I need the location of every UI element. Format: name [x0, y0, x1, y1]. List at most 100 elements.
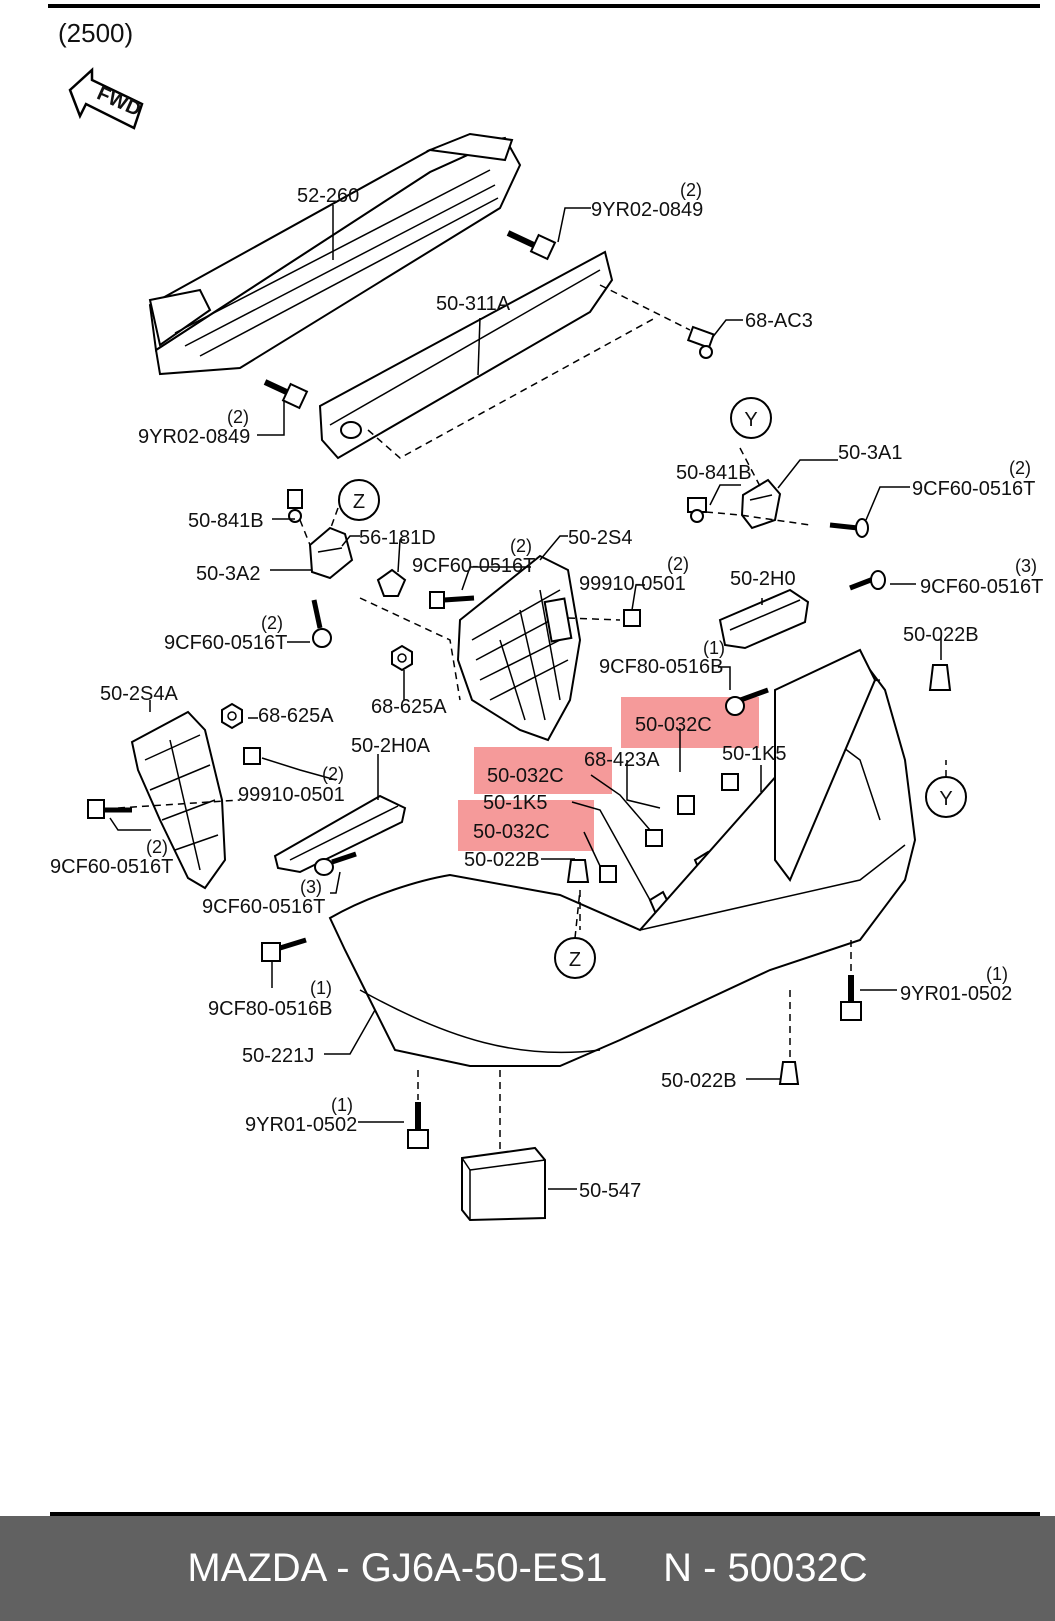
qty-9cf60-0516t-right1: (2): [1009, 458, 1031, 478]
qty-9cf80-0516b-right: (1): [703, 638, 725, 658]
qty-9cf60-0516t-left3: (3): [300, 877, 322, 897]
label-50-1k5-right: 50-1K5: [722, 743, 787, 765]
label-9yr01-0502-left: 9YR01-0502: [245, 1114, 357, 1136]
label-50-311a: 50-311A: [436, 293, 511, 315]
callout-y-top-label: Y: [744, 409, 757, 431]
block-50-547-part: [461, 1146, 546, 1222]
label-50-2s4: 50-2S4: [568, 527, 633, 549]
qty-9yr02-0849-top: (2): [680, 180, 702, 200]
footer-caption: MAZDA - GJ6A-50-ES1 N - 50032C: [0, 1516, 1055, 1621]
label-68-ac3: 68-AC3: [745, 310, 813, 332]
rear-bumper-cover-part: [328, 648, 917, 1067]
footer-bar: MAZDA - GJ6A-50-ES1 N - 50032C: [0, 1516, 1055, 1621]
qty-9yr01-0502-right: (1): [986, 964, 1008, 984]
label-50-841b-right: 50-841B: [676, 462, 752, 484]
qty-9cf60-0516t-left2: (2): [146, 837, 168, 857]
screw-9cf80-right-icon: [725, 687, 769, 716]
callout-y-top: Y: [730, 397, 772, 439]
screw-9cf60-left-icon: [311, 599, 332, 648]
bolt-9cf60-left-icon: [87, 799, 132, 819]
bracket-50-3a1-part: [740, 478, 782, 530]
qty-9yr01-0502-left: (1): [331, 1095, 353, 1115]
upper-bumper-cover-part: [318, 250, 614, 460]
label-68-423a: 68-423A: [584, 749, 660, 771]
screw-9cf60-right2-icon: [849, 570, 886, 591]
clip-50-022b-middle-icon: [566, 859, 590, 883]
clip-99910-left-icon: [243, 747, 261, 765]
label-9cf80-0516b-right: 9CF80-0516B: [599, 656, 724, 678]
leader-lines: [109, 205, 942, 1190]
fwd-arrow-icon: FWD: [68, 67, 144, 130]
qty-9cf60-0516t-middle: (2): [510, 536, 532, 556]
label-50-2h0: 50-2H0: [730, 568, 796, 590]
qty-99910-0501-left: (2): [322, 764, 344, 784]
label-50-3a1: 50-3A1: [838, 442, 903, 464]
qty-9cf60-0516t-right2: (3): [1015, 556, 1037, 576]
clip-50-032c-b-icon: [645, 829, 663, 847]
label-50-032c-b: 50-032C: [487, 765, 564, 787]
label-9cf60-0516t-right2: 9CF60-0516T: [920, 576, 1043, 598]
label-50-022b-right: 50-022B: [903, 624, 979, 646]
bracket-50-2h0a-part: [273, 794, 407, 874]
nut-68-625a-left-icon: [221, 702, 243, 730]
clip-50-841b-left-icon: [287, 489, 303, 523]
label-50-022b-middle: 50-022B: [464, 849, 540, 871]
label-50-221j: 50-221J: [242, 1045, 314, 1067]
qty-9yr02-0849-left: (2): [227, 407, 249, 427]
label-9cf60-0516t-right1: 9CF60-0516T: [912, 478, 1035, 500]
qty-9cf80-0516b-left: (1): [310, 978, 332, 998]
clip-50-032c-a-icon: [721, 773, 739, 791]
label-52-260: 52-260: [297, 185, 359, 207]
label-99910-0501-left: 99910-0501: [238, 784, 345, 806]
clip-50-022b-right-icon: [928, 664, 952, 691]
bolt-9yr01-left-icon: [407, 1102, 429, 1149]
callout-z-bottom: Z: [554, 937, 596, 979]
callout-y-right: Y: [925, 776, 967, 818]
clip-68-ac3-icon: [686, 325, 715, 359]
label-56-181d: 56-181D: [359, 527, 436, 549]
label-50-2s4a: 50-2S4A: [100, 683, 178, 705]
screw-9cf60-left3-icon: [314, 851, 357, 876]
side-bracket-50-2s4a-part: [130, 710, 227, 890]
label-50-3a2: 50-3A2: [196, 563, 261, 585]
footer-brand: MAZDA - GJ6A-50-ES1: [187, 1546, 608, 1590]
highlight-box-50-032c-c: [458, 800, 594, 851]
bolt-9yr02-left-icon: [263, 379, 309, 410]
label-9cf60-0516t-left2: 9CF60-0516T: [50, 856, 173, 878]
label-50-841b-left: 50-841B: [188, 510, 264, 532]
callout-z-bottom-label: Z: [569, 949, 581, 971]
clip-50-032c-c-icon: [599, 865, 617, 883]
bumper-reinforcement-part: [148, 132, 522, 376]
label-9cf60-0516t-left1: 9CF60-0516T: [164, 632, 287, 654]
parts-diagram: FWD: [50, 67, 1043, 1222]
screw-9cf60-middle-icon: [429, 591, 475, 609]
label-68-625a-middle: 68-625A: [371, 696, 447, 718]
clip-50-841b-right-icon: [687, 497, 707, 523]
callout-z-top-label: Z: [353, 491, 365, 513]
top-rule: [48, 4, 1040, 8]
side-bracket-50-2s4-part: [456, 554, 582, 742]
callout-z-top: Z: [338, 479, 380, 521]
clip-99910-middle-icon: [623, 609, 641, 627]
label-9yr01-0502-right: 9YR01-0502: [900, 983, 1012, 1005]
label-68-625a-left: 68-625A: [258, 705, 334, 727]
clip-56-181d-icon: [376, 568, 407, 597]
label-9cf80-0516b-left: 9CF80-0516B: [208, 998, 333, 1020]
highlight-box-50-032c-b: [474, 747, 612, 794]
screw-9cf80-left-icon: [261, 937, 307, 962]
callout-y-right-label: Y: [939, 788, 952, 810]
qty-99910-0501-middle: (2): [667, 554, 689, 574]
bracket-50-2h0-part: [718, 588, 810, 650]
label-9yr02-0849-left: 9YR02-0849: [138, 426, 250, 448]
label-9cf60-0516t-middle: 9CF60-0516T: [412, 555, 535, 577]
nut-68-625a-middle-icon: [391, 644, 413, 672]
label-50-022b-bottom: 50-022B: [661, 1070, 737, 1092]
clip-68-423a-icon: [677, 795, 695, 815]
bolt-9yr02-top-icon: [506, 230, 557, 261]
label-9cf60-0516t-left3: 9CF60-0516T: [202, 896, 325, 918]
page-code: (2500): [58, 18, 134, 48]
bracket-50-3a2-part: [308, 526, 354, 580]
clip-50-022b-bottom-icon: [778, 1061, 800, 1085]
label-50-547: 50-547: [579, 1180, 641, 1202]
label-50-2h0a: 50-2H0A: [351, 735, 431, 757]
